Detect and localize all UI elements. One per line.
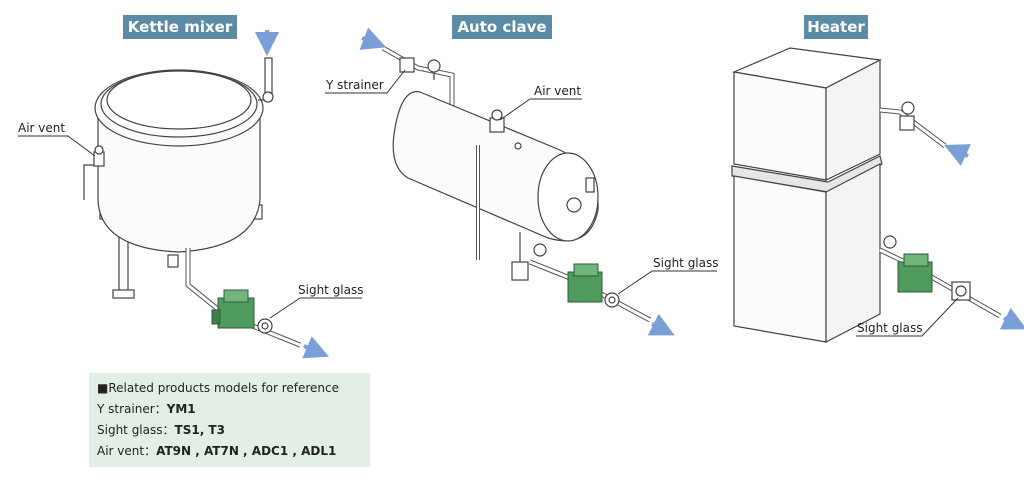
autoclave-air-vent-label: Air vent [534, 84, 582, 98]
heater-steam-trap [897, 253, 933, 293]
related-products-heading: ■Related products models for reference [97, 381, 339, 395]
reference-value: TS1, T3 [174, 423, 225, 437]
reference-value: YM1 [166, 402, 196, 416]
autoclave-sight-glass-label: Sight glass [653, 256, 719, 270]
kettle-mixer-drawing [83, 57, 301, 348]
flow-arrow-icon [359, 27, 387, 50]
reference-row-air-vent: Air vent：AT9N , AT7N , ADC1 , ADL1 [97, 441, 362, 462]
kettle-lid [106, 70, 252, 130]
heater-sight-glass-label: Sight glass [857, 321, 923, 335]
leader-autoclave-air-vent [499, 98, 582, 121]
autoclave-air-vent [476, 109, 522, 260]
kettle-vessel-body [97, 107, 261, 253]
flow-arrow-icon [302, 336, 330, 359]
kettle-inlet-pipe [258, 57, 274, 103]
heater-drawing [731, 47, 1002, 343]
reference-label: Air vent： [97, 444, 157, 458]
autoclave-sight-glass-fitting [604, 292, 620, 308]
kettle-sight-glass-fitting [257, 318, 273, 334]
heater-title: Heater [804, 15, 868, 39]
kettle-air-vent [83, 145, 105, 200]
autoclave-end-cap [537, 152, 599, 242]
autoclave-title: Auto clave [452, 15, 552, 39]
autoclave-y-strainer-label: Y strainer [326, 78, 384, 92]
kettle-sight-glass-label: Sight glass [298, 283, 364, 297]
reference-value: AT9N , AT7N , ADC1 , ADL1 [156, 444, 337, 458]
callout-leaders [18, 69, 959, 337]
kettle-steam-trap [211, 289, 255, 329]
autoclave-door-wheel [566, 197, 582, 213]
flow-arrow-icon [647, 313, 675, 336]
leader-kettle-sight-glass [269, 297, 362, 319]
flow-arrow-icon [999, 307, 1024, 330]
kettle-air-vent-label: Air vent [18, 121, 66, 135]
leader-heater-sight-glass [856, 297, 959, 337]
leader-kettle-air-vent [18, 135, 96, 157]
autoclave-drawing [381, 45, 652, 323]
reference-label: Sight glass： [97, 423, 175, 437]
flow-arrow-icon [944, 144, 971, 166]
reference-row-sight-glass: Sight glass：TS1, T3 [97, 420, 362, 441]
autoclave-steam-trap [567, 263, 603, 303]
reference-row-y-strainer: Y strainer：YM1 [97, 399, 362, 420]
related-products-box: ■Related products models for reference Y… [89, 373, 370, 467]
leader-autoclave-y-strainer [325, 69, 406, 94]
heater-sight-glass-fitting [951, 281, 971, 301]
reference-label: Y strainer： [97, 402, 167, 416]
heater-inlet-pipe [879, 101, 947, 148]
autoclave-inlet-pipe [381, 45, 455, 108]
leader-autoclave-sight-glass [617, 270, 717, 295]
flow-arrows [255, 27, 1024, 359]
kettle-mixer-title: Kettle mixer [123, 15, 237, 39]
